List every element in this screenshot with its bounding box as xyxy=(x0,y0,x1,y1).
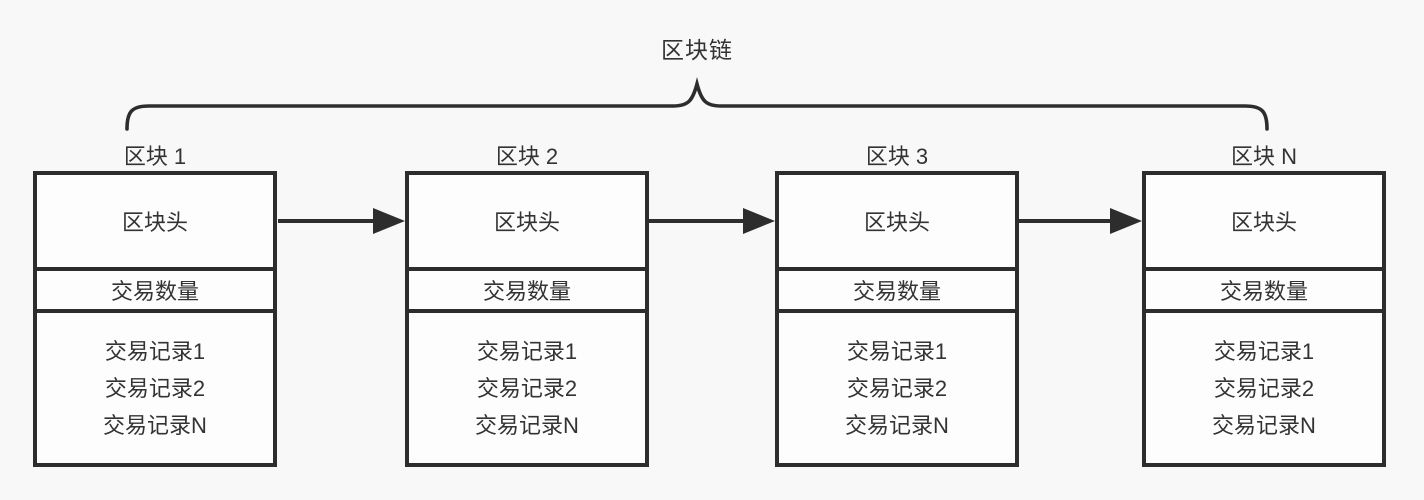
chain-arrow-2 xyxy=(649,208,775,234)
block-2-tx-records: 交易记录1 交易记录2 交易记录N xyxy=(409,313,645,463)
tx-record: 交易记录N xyxy=(845,412,949,438)
tx-record: 交易记录N xyxy=(475,412,579,438)
tx-record: 交易记录1 xyxy=(104,338,206,364)
block-n-tx-records: 交易记录1 交易记录2 交易记录N xyxy=(1146,313,1382,463)
chain-arrow-3 xyxy=(1019,208,1142,234)
tx-record: 交易记录2 xyxy=(846,375,948,401)
diagram-title: 区块链 xyxy=(661,37,733,63)
block-n-tx-count: 交易数量 xyxy=(1146,271,1382,313)
block-3-label: 区块 3 xyxy=(865,144,929,169)
tx-record: 交易记录1 xyxy=(476,338,578,364)
block-n-header: 区块头 xyxy=(1146,175,1382,271)
block-2: 区块头 交易数量 交易记录1 交易记录2 交易记录N xyxy=(405,171,649,467)
block-1: 区块头 交易数量 交易记录1 交易记录2 交易记录N xyxy=(33,171,277,467)
block-3-tx-records: 交易记录1 交易记录2 交易记录N xyxy=(779,313,1015,463)
tx-record: 交易记录2 xyxy=(476,375,578,401)
tx-record: 交易记录2 xyxy=(104,375,206,401)
block-2-header: 区块头 xyxy=(409,175,645,271)
block-3-header: 区块头 xyxy=(779,175,1015,271)
chain-arrow-1 xyxy=(278,208,405,234)
block-1-tx-count: 交易数量 xyxy=(37,271,273,313)
block-3-tx-count: 交易数量 xyxy=(779,271,1015,313)
block-n-label: 区块 N xyxy=(1230,144,1297,169)
tx-record: 交易记录N xyxy=(103,412,207,438)
block-2-tx-count: 交易数量 xyxy=(409,271,645,313)
block-3: 区块头 交易数量 交易记录1 交易记录2 交易记录N xyxy=(775,171,1019,467)
chain-brace xyxy=(125,76,1269,131)
block-1-header: 区块头 xyxy=(37,175,273,271)
tx-record: 交易记录2 xyxy=(1213,375,1315,401)
tx-record: 交易记录N xyxy=(1212,412,1316,438)
block-1-label: 区块 1 xyxy=(123,144,187,169)
tx-record: 交易记录1 xyxy=(1213,338,1315,364)
block-2-label: 区块 2 xyxy=(495,144,559,169)
block-1-tx-records: 交易记录1 交易记录2 交易记录N xyxy=(37,313,273,463)
block-n: 区块头 交易数量 交易记录1 交易记录2 交易记录N xyxy=(1142,171,1386,467)
tx-record: 交易记录1 xyxy=(846,338,948,364)
